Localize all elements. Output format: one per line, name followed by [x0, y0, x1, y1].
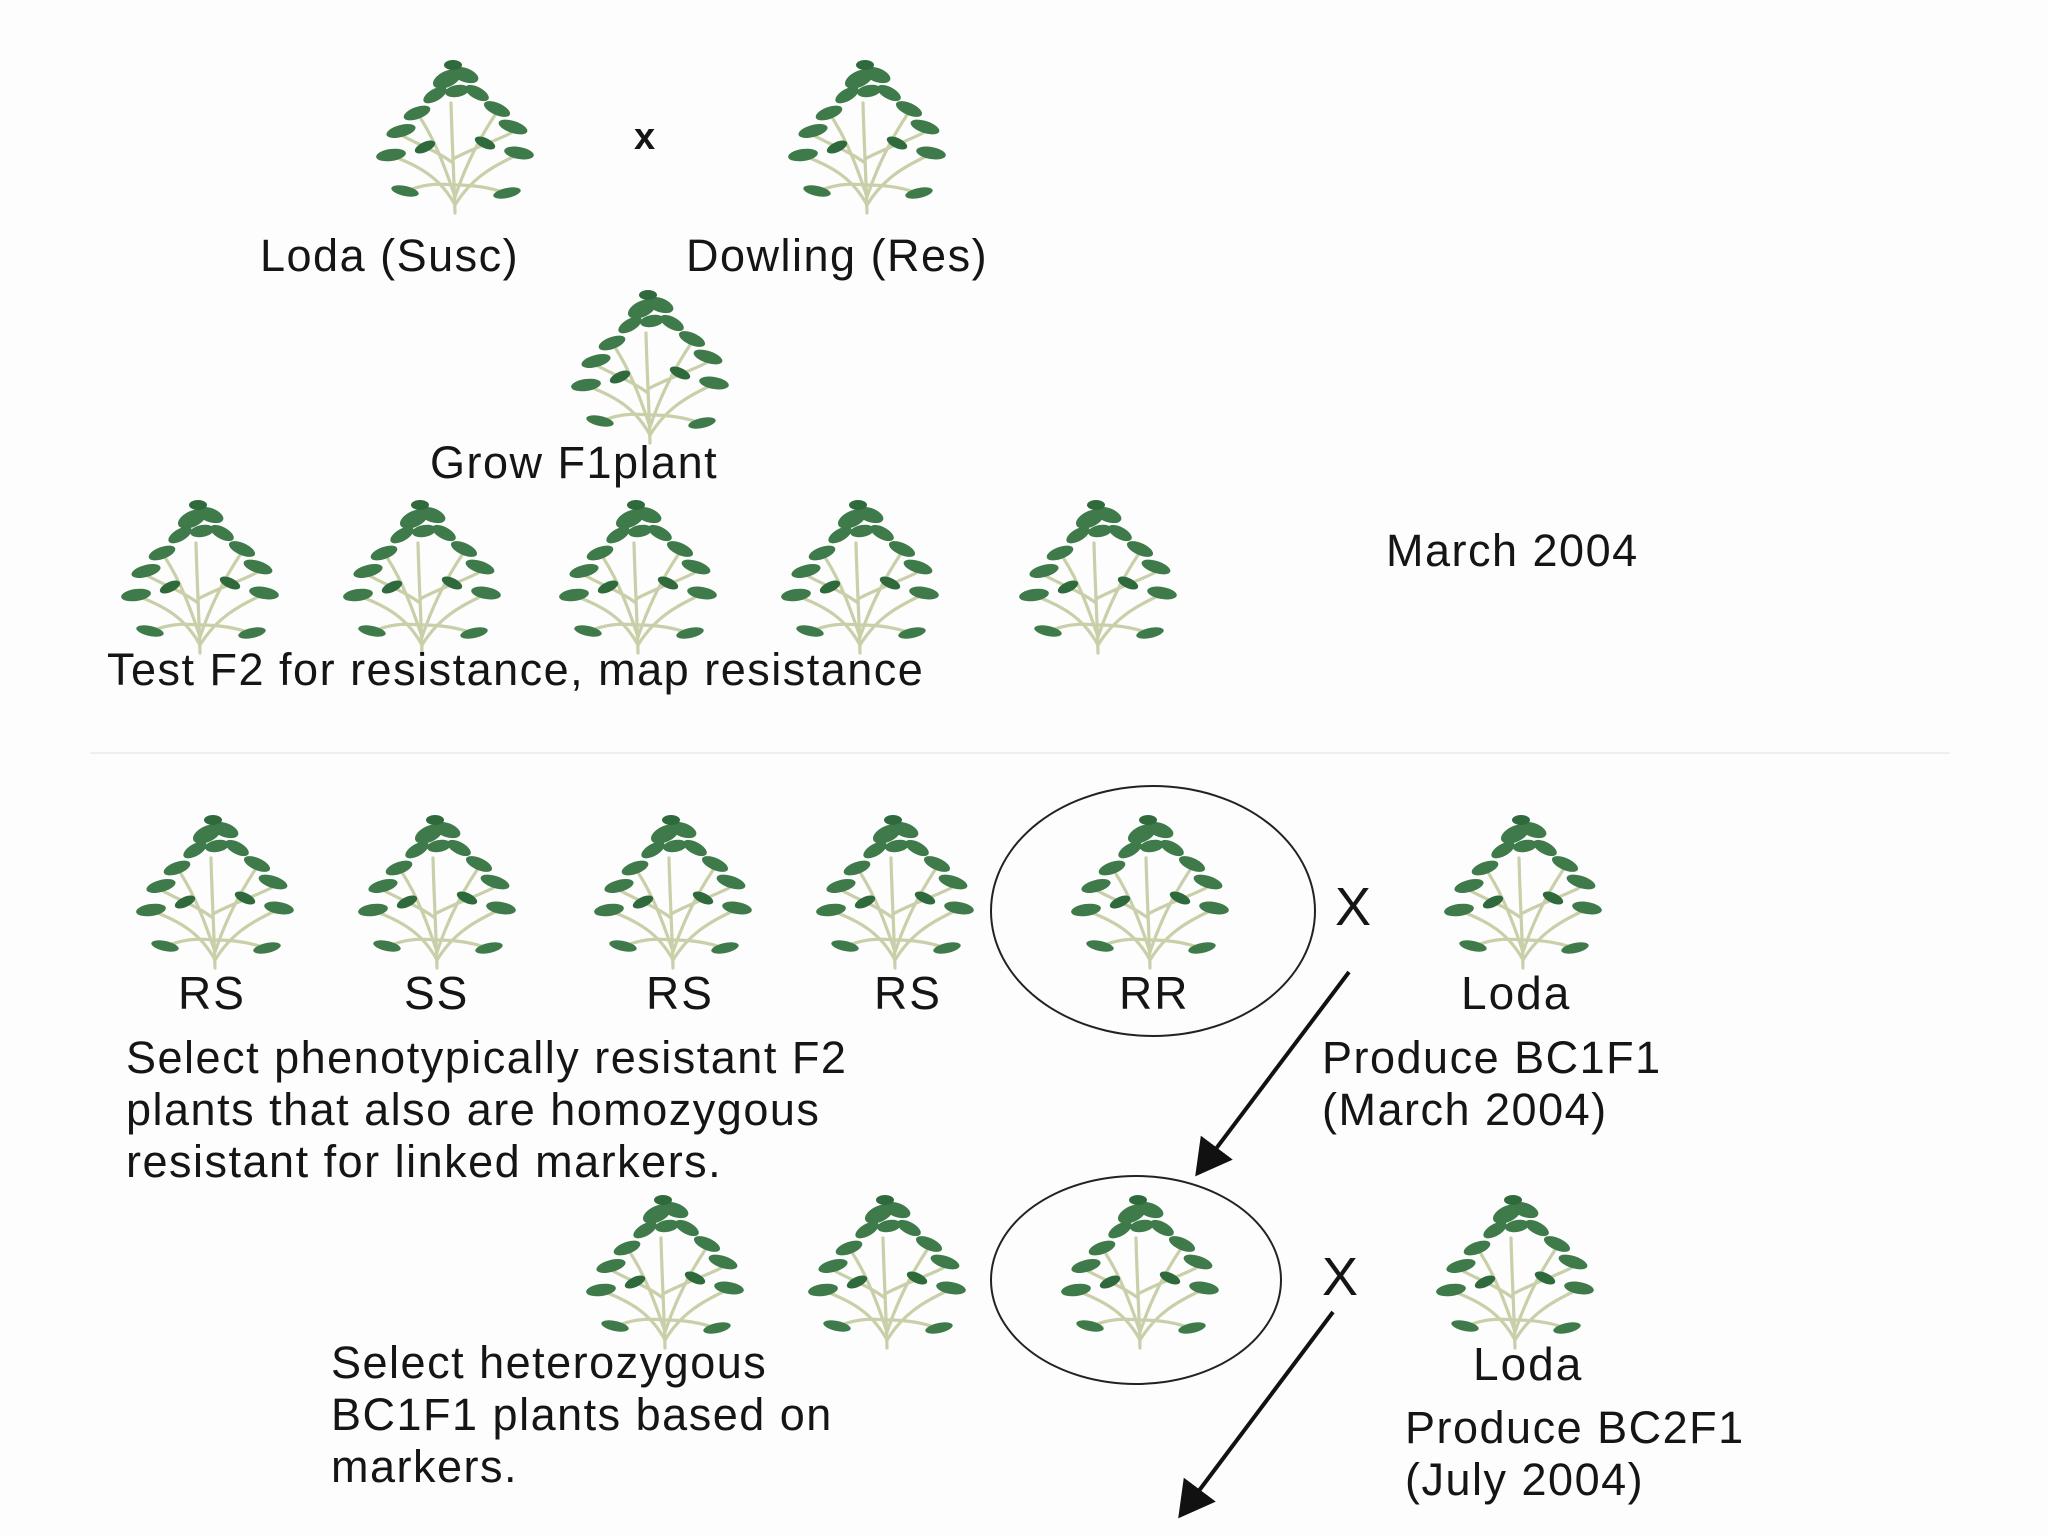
arrow-icon — [1178, 1310, 1335, 1519]
genotype-label: SS — [404, 967, 470, 1019]
susceptible-parent-label: Loda (Susc) — [260, 230, 520, 281]
genotype-label: RS — [874, 967, 942, 1019]
produce-bc1f1-label: Produce BC1F1 — [1322, 1032, 1662, 1083]
f2-label: Test F2 for resistance, map resistance — [107, 644, 925, 695]
f1-label: Grow F1plant — [430, 437, 719, 488]
produce-bc2f1-label: Produce BC2F1 — [1405, 1402, 1745, 1453]
backcross-parent-label: Loda — [1461, 967, 1572, 1019]
selected-heterozygote-circle — [990, 1175, 1282, 1385]
genotype-label: RS — [178, 967, 246, 1019]
f2-date: March 2004 — [1386, 525, 1639, 576]
bc1-selection-instruction-line: BC1F1 plants based on — [331, 1389, 833, 1440]
f2-selection-instruction-line: Select phenotypically resistant F2 — [126, 1032, 848, 1083]
cross-symbol-bc1: X — [1322, 1247, 1359, 1307]
bc1-selection-instruction-line: markers. — [331, 1441, 519, 1492]
arrow-icon — [1195, 970, 1351, 1177]
produce-bc1f1-date: (March 2004) — [1322, 1084, 1608, 1135]
resistant-parent-label: Dowling (Res) — [686, 230, 989, 281]
cross-symbol-f2: X — [1335, 877, 1372, 937]
f2-selection-instruction-line: plants that also are homozygous — [126, 1084, 821, 1135]
cross-symbol-parents: x — [634, 116, 656, 158]
genotype-label: RS — [646, 967, 714, 1019]
bc1-selection-instruction-line: Select heterozygous — [331, 1337, 768, 1388]
produce-bc2f1-date: (July 2004) — [1405, 1454, 1645, 1505]
section-divider — [90, 752, 1950, 754]
f2-selection-instruction-line: resistant for linked markers. — [126, 1136, 723, 1187]
backcross-parent-label: Loda — [1473, 1338, 1584, 1390]
genotype-label: RR — [1119, 967, 1190, 1019]
selected-rr-circle — [990, 785, 1316, 1037]
